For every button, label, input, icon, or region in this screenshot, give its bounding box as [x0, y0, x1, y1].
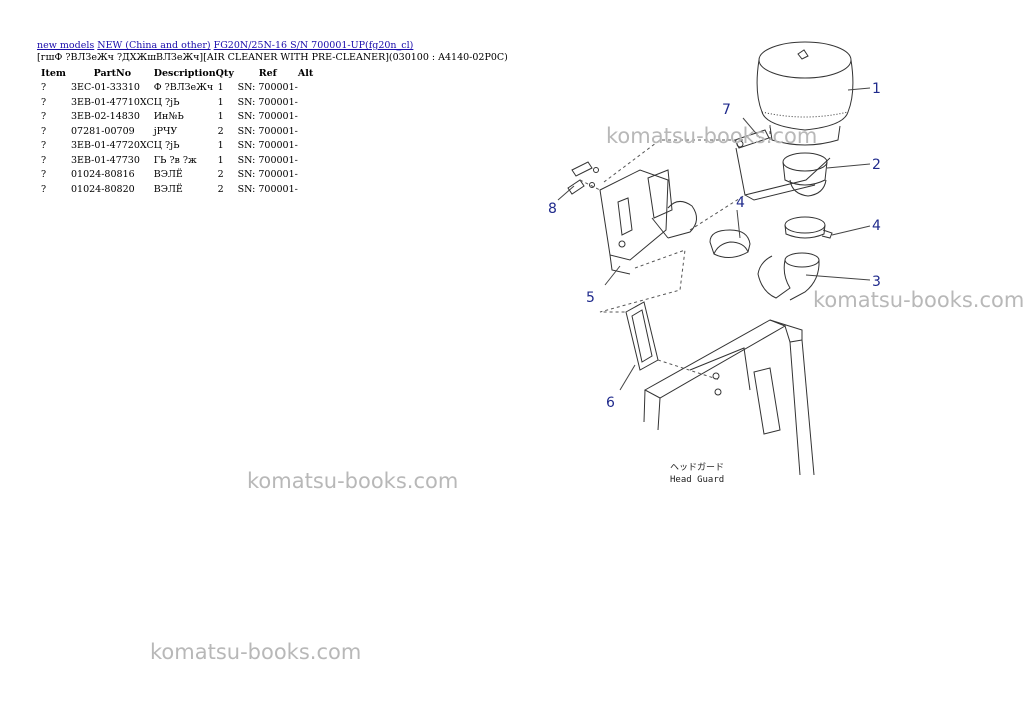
watermark: komatsu-books.com	[150, 640, 362, 664]
parts-diagram: 1 2 3 4 4 5 6 7 8	[548, 41, 881, 476]
breadcrumb-link-china-other[interactable]: NEW (China and other)	[97, 40, 211, 51]
cell-partno: 01024-80820	[71, 183, 135, 195]
column-header-description: Description	[153, 67, 216, 79]
callout-3: 3	[872, 274, 881, 290]
column-header-partno: PartNo	[93, 67, 132, 79]
cell-qty: 2	[217, 125, 224, 137]
cell-ref: SN: 700001-	[237, 82, 298, 94]
bolts-part-8	[567, 161, 599, 195]
cell-ref: SN: 700001-	[237, 169, 298, 181]
cell-alt	[298, 153, 318, 168]
cell-qty: 1	[217, 140, 224, 152]
callout-4-right: 4	[872, 218, 881, 234]
cell-alt	[298, 124, 318, 139]
cell-description: Ф ?ВЛЗеЖч	[153, 82, 214, 94]
table-row: ? 01024-80820 ВЭЛЁ 2 SN: 700001-	[37, 182, 318, 197]
cell-partno: 01024-80816	[71, 169, 135, 181]
cell-ref: SN: 700001-	[237, 111, 298, 123]
connector-body	[782, 152, 828, 197]
cell-partno: 3EB-02-14830	[71, 111, 140, 123]
head-guard-frame	[643, 319, 815, 476]
caption-english: Head Guard	[670, 475, 725, 485]
cell-item: ?	[41, 111, 47, 123]
watermark: komatsu-books.com	[247, 469, 459, 493]
cell-qty: 1	[217, 82, 224, 94]
cell-alt	[298, 95, 318, 110]
column-header-item: Item	[41, 67, 66, 79]
cell-item: ?	[41, 183, 47, 195]
caption-japanese: ヘッドガード	[670, 463, 725, 473]
table-row: ? 01024-80816 ВЭЛЁ 2 SN: 700001-	[37, 168, 318, 183]
column-header-alt: Alt	[297, 67, 314, 79]
cell-qty: 1	[217, 96, 224, 108]
column-header-ref: Ref	[258, 67, 277, 79]
cell-alt	[298, 110, 318, 125]
breadcrumb-link-model[interactable]: FG20N/25N-16 S/N 700001-UP(fg20n_cl)	[213, 40, 414, 51]
table-header-row: Item PartNo Description Qty Ref Alt	[37, 66, 318, 81]
cell-qty: 2	[217, 183, 224, 195]
cell-item: ?	[41, 82, 47, 94]
cell-ref: SN: 700001-	[237, 183, 298, 195]
cell-alt	[298, 182, 318, 197]
table-row: ? 07281-00709 јРЧУ 2 SN: 700001-	[37, 124, 318, 139]
callout-4-left: 4	[736, 195, 745, 211]
cell-partno: 3EB-01-47730	[71, 154, 140, 166]
cell-item: ?	[41, 169, 47, 181]
cell-description: Ин№Ь	[153, 111, 184, 123]
table-row: ? 3EB-01-47730 ГЬ ?в ?ж 1 SN: 700001-	[37, 153, 318, 168]
gasket-part-6	[625, 301, 659, 371]
cell-description: ВЭЛЁ	[153, 183, 183, 195]
table-row: ? 3EC-01-33310 Ф ?ВЛЗеЖч 1 SN: 700001-	[37, 81, 318, 96]
cell-item: ?	[41, 125, 47, 137]
cell-description: ГЬ ?в ?ж	[153, 154, 197, 166]
callout-6: 6	[606, 395, 615, 411]
breadcrumb-link-new-models[interactable]: new models	[37, 40, 95, 51]
cell-qty: 1	[217, 111, 224, 123]
table-row: ? 3EB-01-47710XC Ц ?јЬ 1 SN: 700001-	[37, 95, 318, 110]
callout-8: 8	[548, 201, 557, 217]
cell-item: ?	[41, 154, 47, 166]
cell-ref: SN: 700001-	[237, 125, 298, 137]
watermark: komatsu-books.com	[606, 124, 818, 148]
cell-ref: SN: 700001-	[237, 96, 298, 108]
callout-1: 1	[872, 81, 881, 97]
cell-partno: 3EB-01-47720XC	[71, 140, 154, 152]
hose-clamp-right	[784, 216, 833, 239]
callout-5: 5	[586, 290, 595, 306]
table-row: ? 3EB-01-47720XC Ц ?јЬ 1 SN: 700001-	[37, 139, 318, 154]
elbow-hose	[757, 252, 820, 301]
cell-ref: SN: 700001-	[237, 154, 298, 166]
page-title: [гшФ ?ВЛЗеЖч ?ДХЖшВЛЗеЖч][AIR CLEANER WI…	[37, 52, 508, 63]
cell-partno: 3EB-01-47710XC	[71, 96, 154, 108]
cell-item: ?	[41, 140, 47, 152]
watermark: komatsu-books.com	[813, 288, 1024, 312]
air-cleaner-canister	[756, 41, 854, 146]
cell-qty: 1	[217, 154, 224, 166]
cell-alt	[298, 81, 318, 96]
cell-item: ?	[41, 96, 47, 108]
cell-description: Ц ?јЬ	[153, 96, 180, 108]
cell-description: Ц ?јЬ	[153, 140, 180, 152]
mounting-bracket-with-tube	[599, 169, 697, 275]
callout-2: 2	[872, 157, 881, 173]
cell-partno: 3EC-01-33310	[71, 82, 140, 94]
drawing-caption: ヘッドガード Head Guard	[670, 462, 724, 486]
callout-7: 7	[722, 102, 731, 118]
cell-alt	[298, 139, 318, 154]
hose-clamp-left	[709, 229, 751, 258]
cell-qty: 2	[217, 169, 224, 181]
cell-partno: 07281-00709	[71, 125, 135, 137]
parts-table: Item PartNo Description Qty Ref Alt ? 3E…	[37, 66, 318, 197]
cell-alt	[298, 168, 318, 183]
cell-description: јРЧУ	[153, 125, 178, 137]
cell-ref: SN: 700001-	[237, 140, 298, 152]
table-row: ? 3EB-02-14830 Ин№Ь 1 SN: 700001-	[37, 110, 318, 125]
column-header-qty: Qty	[215, 67, 234, 79]
cell-description: ВЭЛЁ	[153, 169, 183, 181]
